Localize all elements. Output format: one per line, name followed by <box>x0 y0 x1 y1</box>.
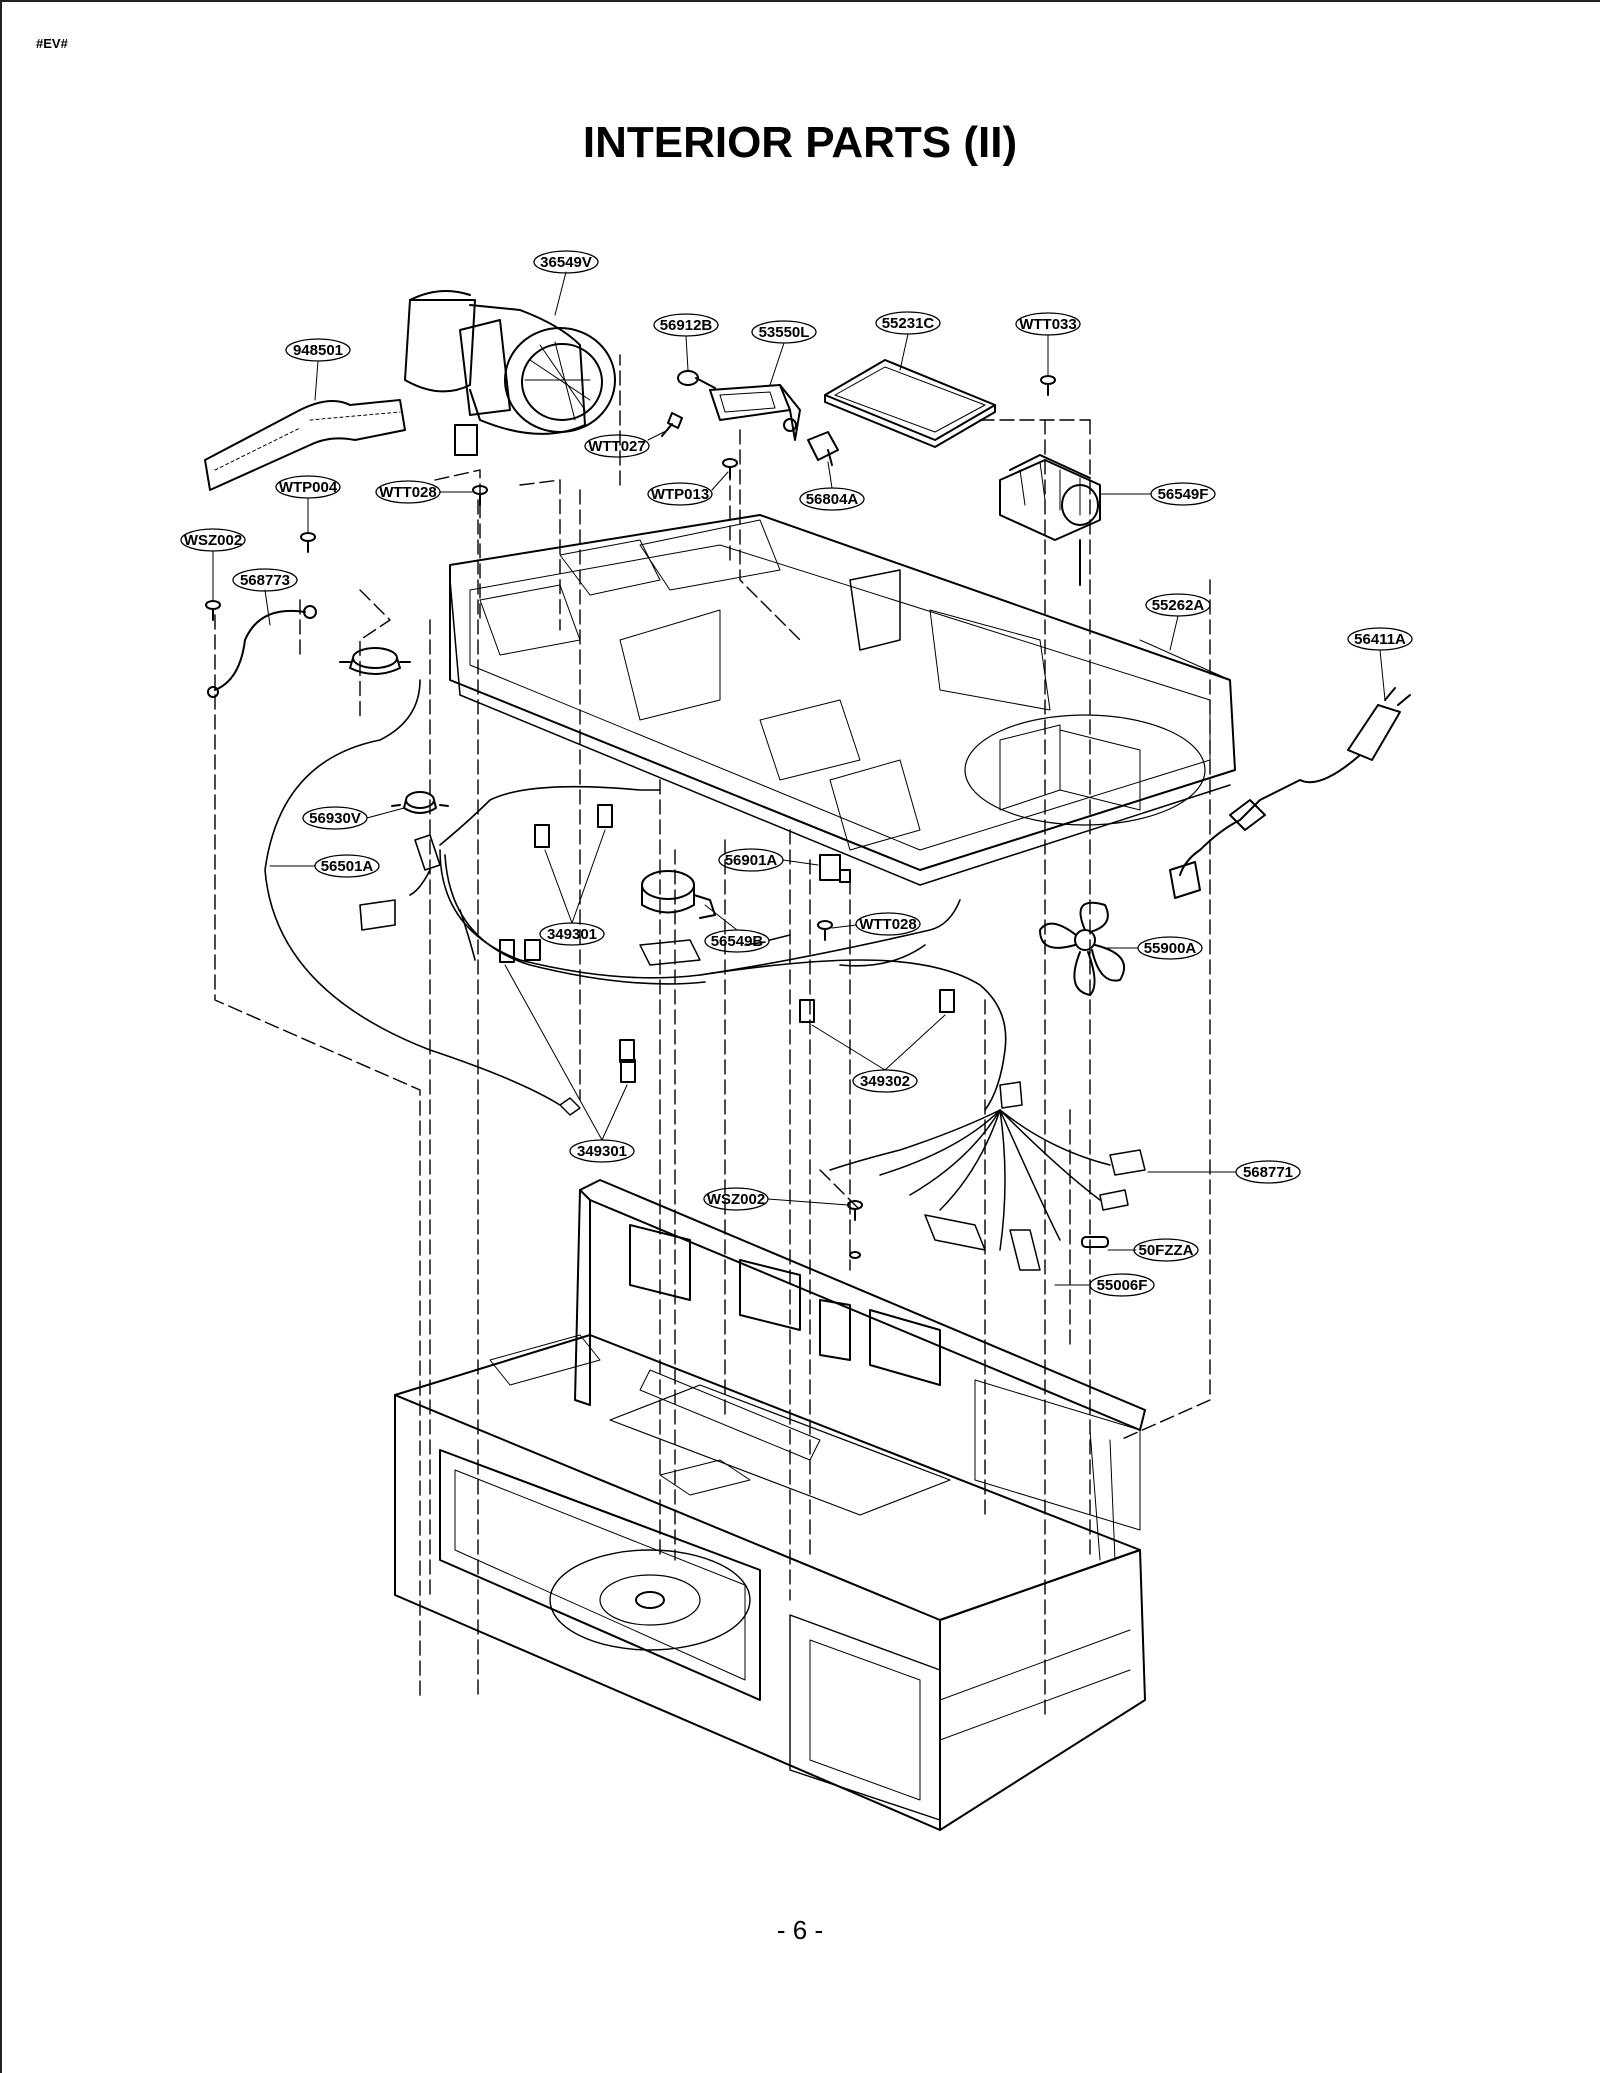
callout-label: WTP013 <box>651 486 709 503</box>
callout-56804A: 56804A <box>799 461 865 511</box>
callout-56901A: 56901A <box>718 848 819 872</box>
wire-harness-568771 <box>829 1081 1146 1271</box>
callout-568771: 568771 <box>1147 1160 1301 1184</box>
screw-wtt033 <box>1040 375 1056 396</box>
callout-label: 56549B <box>711 933 764 950</box>
connector-349302 <box>799 989 955 1023</box>
callout-WTT027: WTT027 <box>584 429 669 458</box>
door-switch <box>819 854 851 883</box>
callout-50FZZA: 50FZZA <box>1107 1238 1199 1262</box>
blower-fan-duct <box>404 290 616 456</box>
callout-349302: 349302 <box>811 1014 946 1093</box>
callout-56411A: 56411A <box>1347 627 1413 701</box>
wire-harness-main <box>264 679 1007 1116</box>
callout-WTT028-lower: WTT028 <box>831 912 921 936</box>
ground-wire <box>207 605 317 698</box>
oven-cavity-frame <box>394 1179 1146 1831</box>
screw-wtp004 <box>300 532 316 553</box>
callout-label: 55231C <box>882 315 935 332</box>
callout-label: WSZ002 <box>184 532 242 549</box>
callout-948501: 948501 <box>285 338 351 401</box>
callout-label: 56501A <box>321 858 374 875</box>
lamp-bulb <box>677 370 716 389</box>
callout-349301-low: 349301 <box>504 964 635 1163</box>
thermostat <box>391 791 449 814</box>
callout-label: 55900A <box>1144 940 1197 957</box>
callout-56549F: 56549F <box>1099 482 1216 506</box>
callout-label: 349301 <box>547 926 597 943</box>
screw-wtp013 <box>722 458 738 479</box>
page-border-left <box>0 0 2 2073</box>
callout-56930V: 56930V <box>302 806 405 830</box>
callout-label: 948501 <box>293 342 343 359</box>
screw-wtt028-top <box>472 485 488 506</box>
callout-label: 56549F <box>1158 486 1209 503</box>
callout-56549B: 56549B <box>704 904 770 953</box>
callout-55231C: 55231C <box>875 311 941 371</box>
callout-label: 568773 <box>240 572 290 589</box>
assembly-guide-lines <box>214 354 1211 1721</box>
screw-wtt028-lower <box>817 920 833 941</box>
callout-label: 53550L <box>759 324 810 341</box>
callout-56501A: 56501A <box>269 854 380 878</box>
callout-label: 55006F <box>1097 1277 1148 1294</box>
callout-label: WTT033 <box>1019 316 1077 333</box>
callout-36549V: 36549V <box>533 250 599 316</box>
fuse <box>1081 1236 1109 1248</box>
screw-wtt027 <box>661 412 683 437</box>
callout-349301-mid: 349301 <box>539 829 606 946</box>
callout-55900A: 55900A <box>1105 936 1203 960</box>
callout-55006F: 55006F <box>1054 1273 1155 1297</box>
callout-568773: 568773 <box>232 568 298 626</box>
callout-label: 56912B <box>660 317 713 334</box>
callout-label: 56901A <box>725 852 778 869</box>
callout-55262A: 55262A <box>1145 593 1211 651</box>
connector-349301-top <box>499 804 636 1083</box>
callout-WSZ002-lower: WSZ002 <box>703 1187 849 1211</box>
callout-label: WTT027 <box>588 438 646 455</box>
callout-WTP013: WTP013 <box>647 471 729 506</box>
callout-label: 568771 <box>1243 1164 1293 1181</box>
callout-label: 56411A <box>1354 631 1406 648</box>
callout-WTT028-top: WTT028 <box>375 480 473 504</box>
callout-WSZ002-left: WSZ002 <box>180 528 246 601</box>
grease-filter <box>824 359 996 448</box>
callout-label: 56804A <box>806 491 859 508</box>
callout-label: 36549V <box>540 254 592 271</box>
callout-label: 56930V <box>309 810 361 827</box>
callout-53550L: 53550L <box>751 320 817 386</box>
callout-56912B: 56912B <box>653 313 719 371</box>
callout-label: WTP004 <box>279 479 338 496</box>
transformer <box>999 454 1101 586</box>
callout-label: 55262A <box>1152 597 1205 614</box>
foam-strip <box>204 399 406 491</box>
power-cord <box>1169 687 1411 899</box>
callout-WTP004: WTP004 <box>275 475 341 533</box>
turntable-motor <box>641 870 716 919</box>
callout-label: 50FZZA <box>1138 1242 1193 1259</box>
lamp-holder <box>709 384 801 441</box>
lamp-socket <box>807 431 839 466</box>
callout-label: 349302 <box>860 1073 910 1090</box>
callout-label: WTT028 <box>859 916 917 933</box>
screw-wsz002-left <box>205 600 221 621</box>
callout-label: WTT028 <box>379 484 437 501</box>
callout-label: 349301 <box>577 1143 627 1160</box>
callout-label: WSZ002 <box>707 1191 765 1208</box>
page-title: INTERIOR PARTS (II) <box>582 118 1018 167</box>
fan-blade <box>1039 901 1126 996</box>
page-border-top <box>0 0 1600 2</box>
callout-WTT033: WTT033 <box>1015 312 1081 376</box>
document-tag: #EV# <box>36 36 68 51</box>
base-plate <box>449 514 1236 886</box>
page-number: - 6 - <box>776 1915 824 1945</box>
thermostat-top <box>339 647 411 675</box>
